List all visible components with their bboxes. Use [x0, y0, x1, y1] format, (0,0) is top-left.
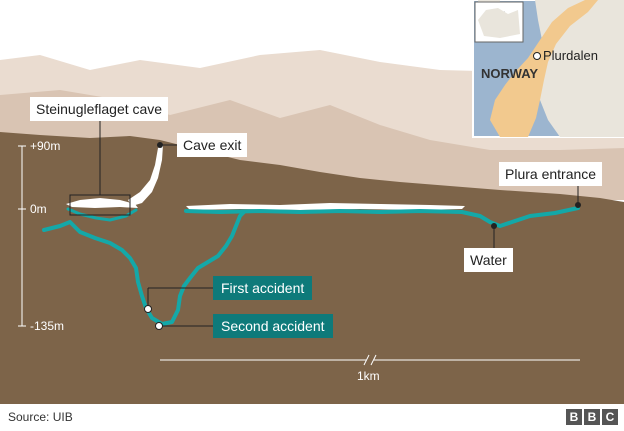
- cave-exit-label: Cave exit: [177, 133, 248, 157]
- passage-main-upper: [184, 206, 580, 228]
- scale-bar-break-1: [363, 354, 370, 366]
- first-accident-label: First accident: [213, 276, 313, 300]
- leaders: [69, 120, 579, 327]
- footer: Source: UIB B B C: [0, 404, 624, 431]
- plurdalen-marker: [533, 52, 541, 60]
- depth-label-bottom: -135m: [30, 319, 65, 333]
- first-accident-marker: [144, 305, 152, 313]
- cave-cross-section: [0, 0, 624, 404]
- plura-entrance-label: Plura entrance: [499, 162, 603, 186]
- cave-label: Steinugleflaget cave: [30, 97, 169, 121]
- exit-marker: [157, 142, 163, 148]
- second-accident-label: Second accident: [213, 314, 333, 338]
- second-accident-marker: [155, 322, 163, 330]
- map-town-label: Plurdalen: [543, 48, 598, 63]
- scale-label: 1km: [357, 369, 380, 383]
- depth-label-top: +90m: [30, 139, 61, 153]
- bbc-logo: B B C: [566, 409, 618, 425]
- scale-bar: [160, 354, 580, 366]
- depth-label-zero: 0m: [30, 202, 47, 216]
- bbc-logo-letter-1: B: [566, 409, 582, 425]
- source-note: Source: UIB: [8, 410, 73, 424]
- ground-mass: [0, 132, 624, 404]
- inset-map: [472, 0, 624, 138]
- map-country-label: NORWAY: [481, 66, 539, 81]
- scale-bar-break-2: [370, 354, 377, 366]
- cave-exit-shaft: [128, 145, 163, 206]
- water-marker: [491, 223, 497, 229]
- entrance-marker: [575, 202, 581, 208]
- depth-axis: [18, 145, 26, 327]
- cave-highlight-box: [69, 194, 131, 216]
- inset-map-locator-land: [478, 8, 520, 38]
- inset-map-land-sweden: [535, 0, 624, 137]
- cave-air-gap-left: [66, 198, 138, 208]
- cave-air-gap-long: [186, 203, 465, 210]
- inset-map-land-norway: [490, 0, 598, 137]
- bbc-logo-letter-2: B: [584, 409, 600, 425]
- bbc-logo-letter-3: C: [602, 409, 618, 425]
- water-label: Water: [464, 248, 513, 272]
